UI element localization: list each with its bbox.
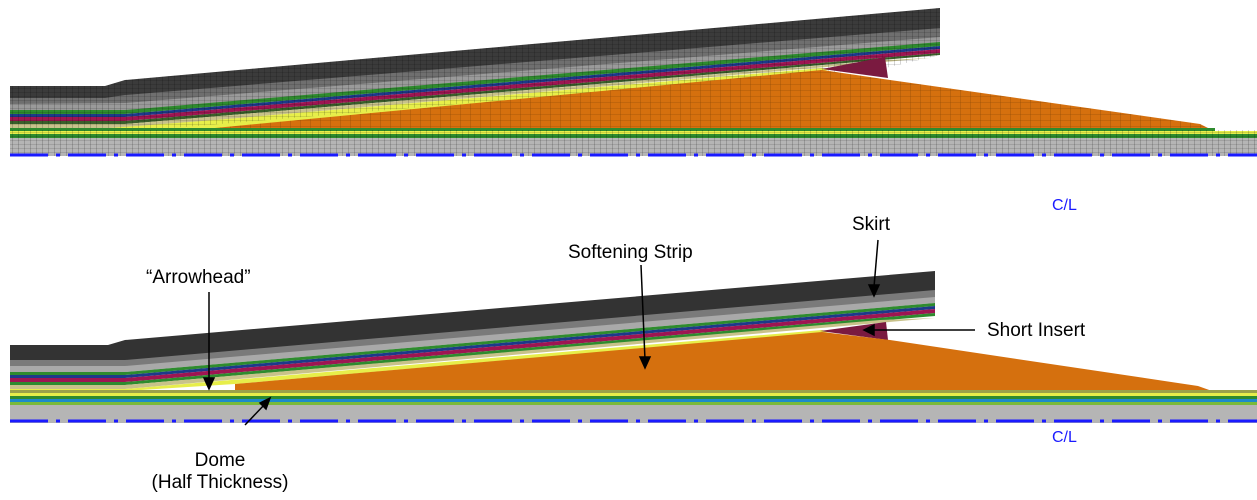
softening-strip-label: Softening Strip <box>568 242 693 263</box>
arrowhead-label: “Arrowhead” <box>146 267 251 288</box>
materials-panel <box>10 239 1257 426</box>
softening-strip-arrow <box>640 264 646 361</box>
skirt-arrow <box>873 239 879 288</box>
mesh-panel <box>10 8 1257 157</box>
dome-label: Dome <box>150 450 290 472</box>
dome-arrow <box>244 403 266 426</box>
softening-strip-region <box>235 332 1212 392</box>
short-insert-label: Short Insert <box>987 320 1086 341</box>
mesh-short-insert <box>822 57 888 78</box>
skirt-label: Skirt <box>852 214 890 235</box>
dome-label-line2: (Half Thickness) <box>151 472 289 493</box>
dome-label-line1: Dome <box>194 450 246 471</box>
centerline-label-bottom: C/L <box>1052 429 1077 446</box>
outer-shell-dark <box>10 271 935 362</box>
dome-region <box>10 390 1257 423</box>
centerline-label-top: C/L <box>1052 197 1077 214</box>
mesh-dome <box>10 128 1257 156</box>
